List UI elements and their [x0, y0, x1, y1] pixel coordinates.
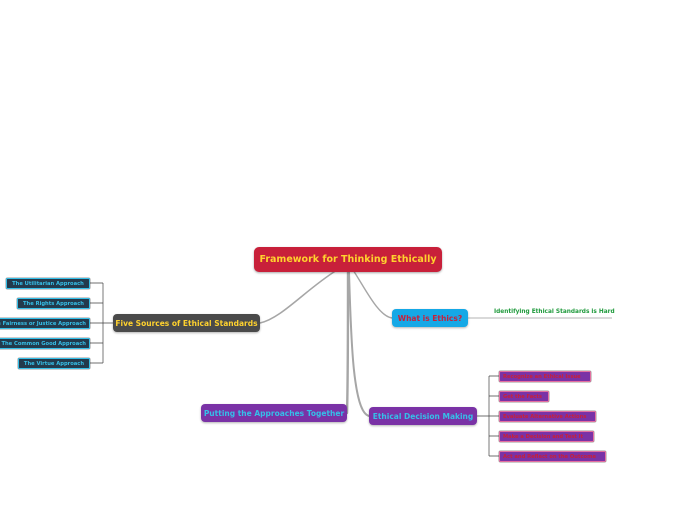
topic-identifying-standards[interactable]: Identifying Ethical Standards is Hard — [494, 309, 615, 315]
branch-putting-together[interactable]: Putting the Approaches Together — [201, 404, 347, 422]
bracket-five-sources — [90, 282, 113, 364]
topic-get-facts[interactable]: Get the Facts — [499, 391, 549, 402]
topic-evaluate-alternatives[interactable]: Evaluate Alternative Actions — [499, 411, 596, 422]
branch-what-is-ethics[interactable]: What is Ethics? — [392, 309, 468, 327]
topic-virtue-approach[interactable]: The Virtue Approach — [18, 358, 90, 369]
topic-act-and-reflect[interactable]: Act and Reflect on the Outcome — [499, 451, 606, 462]
branch-five-sources[interactable]: Five Sources of Ethical Standards — [113, 314, 260, 332]
connector-root-what-is — [352, 269, 393, 319]
topic-fairness-justice-approach[interactable]: The Fairness or Justice Approach — [0, 318, 90, 329]
connector-root-decision — [348, 271, 370, 417]
topic-recognize-issue[interactable]: Recognize an Ethical Issue — [499, 371, 591, 382]
branch-ethical-decision-making[interactable]: Ethical Decision Making — [369, 407, 477, 425]
topic-utilitarian-approach[interactable]: The Utilitarian Approach — [6, 278, 90, 289]
topic-rights-approach[interactable]: The Rights Approach — [17, 298, 90, 309]
topic-common-good-approach[interactable]: The Common Good Approach — [0, 338, 90, 349]
bracket-decision — [477, 375, 499, 457]
topic-make-decision[interactable]: Make a Decision and Test It — [499, 431, 594, 442]
connector-root-together — [345, 270, 350, 415]
connector-root-five-sources — [259, 269, 338, 324]
central-topic[interactable]: Framework for Thinking Ethically — [254, 247, 442, 272]
